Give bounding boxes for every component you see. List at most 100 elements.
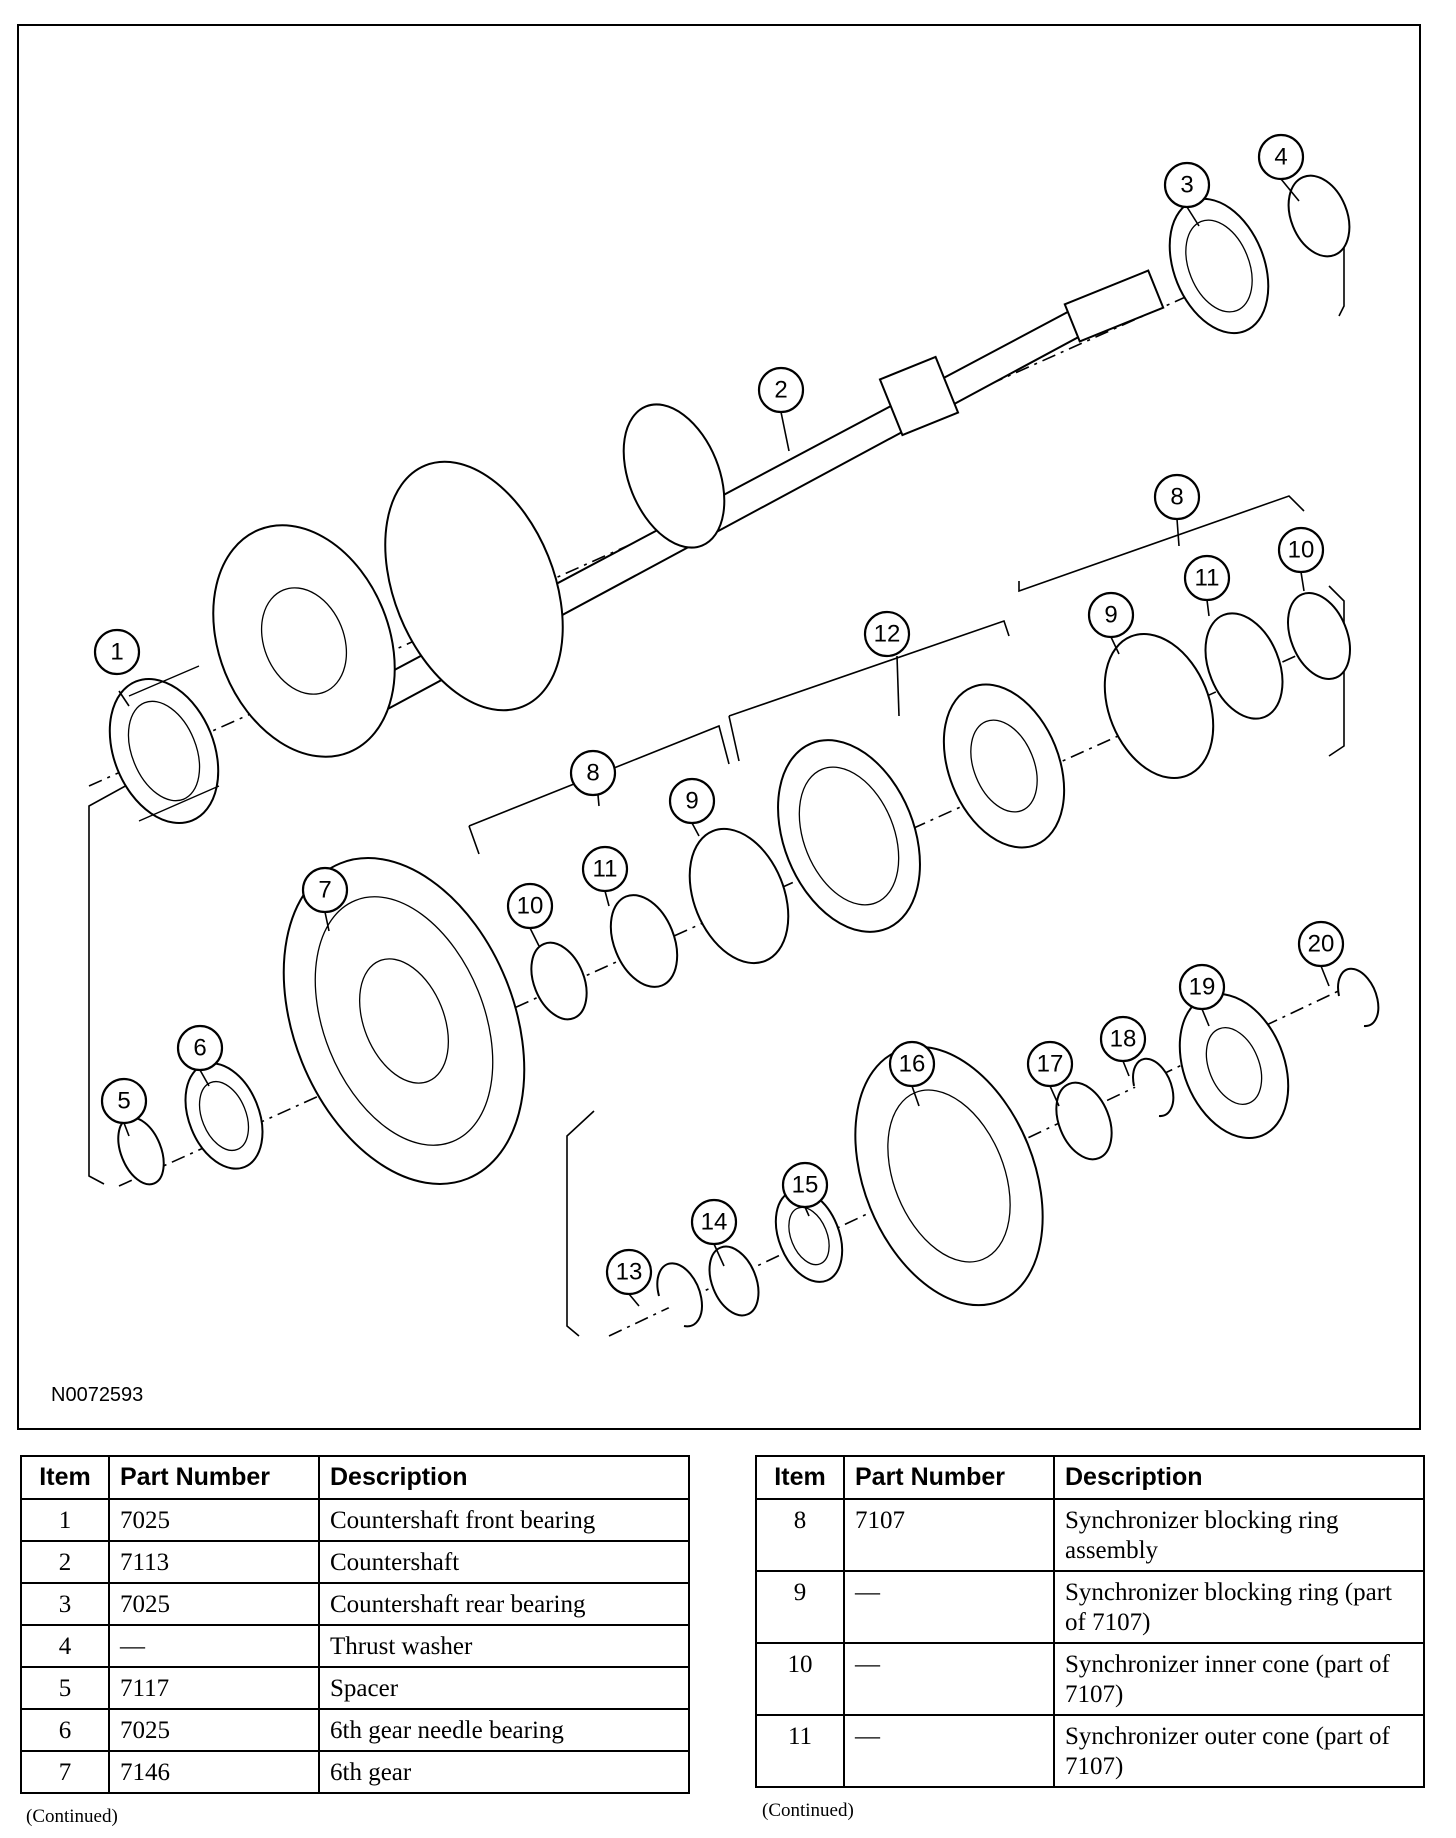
thrust-washer (1287, 174, 1351, 258)
callout-7: 7 (301, 866, 349, 914)
cell-item: 2 (20, 1540, 110, 1584)
table-row: 9—Synchronizer blocking ring (part of 71… (755, 1570, 1425, 1644)
cell-part: — (108, 1624, 320, 1668)
callout-18: 18 (1099, 1015, 1147, 1063)
countershaft-rear-bearing (1168, 197, 1270, 335)
cell-desc: Synchronizer outer cone (part of 7107) (1053, 1714, 1425, 1788)
cell-desc: 6th gear needle bearing (318, 1708, 690, 1752)
svg-text:6: 6 (193, 1035, 206, 1062)
figure-code: N0072593 (51, 1384, 144, 1406)
svg-text:16: 16 (899, 1051, 926, 1078)
cell-desc: Synchronizer inner cone (part of 7107) (1053, 1642, 1425, 1716)
callout-11-upper: 11 (1183, 554, 1231, 602)
synchronizer-blocking-ring-lower (688, 827, 790, 965)
callout-15: 15 (781, 1161, 829, 1209)
cell-item: 9 (755, 1570, 845, 1644)
callout-6: 6 (176, 1024, 224, 1072)
svg-text:9: 9 (1104, 602, 1117, 629)
svg-text:10: 10 (1288, 537, 1315, 564)
callout-4: 4 (1257, 133, 1305, 181)
table-row: 11—Synchronizer outer cone (part of 7107… (755, 1714, 1425, 1788)
cell-desc: 6th gear (318, 1750, 690, 1794)
callout-9-upper: 9 (1087, 591, 1135, 639)
cell-item: 5 (20, 1666, 110, 1710)
callout-10-upper: 10 (1277, 526, 1325, 574)
cell-item: 4 (20, 1624, 110, 1668)
cell-item: 3 (20, 1582, 110, 1626)
svg-text:3: 3 (1180, 172, 1193, 199)
svg-text:14: 14 (701, 1209, 728, 1236)
callout-1: 1 (93, 628, 141, 676)
cell-desc: Synchronizer blocking ring (part of 7107… (1053, 1570, 1425, 1644)
snap-ring-18 (1132, 1057, 1175, 1118)
svg-text:19: 19 (1189, 974, 1216, 1001)
svg-text:15: 15 (792, 1172, 819, 1199)
callout-10-lower: 10 (506, 882, 554, 930)
cell-part: 7113 (108, 1540, 320, 1584)
callout-16: 16 (888, 1040, 936, 1088)
sixth-gear-needle-bearing (184, 1062, 264, 1170)
exploded-view-figure: 1 2 3 4 8 11 10 9 12 8 9 11 10 7 6 5 13 … (17, 24, 1421, 1430)
callout-12: 12 (863, 610, 911, 658)
svg-text:11: 11 (1195, 565, 1220, 592)
bracket-8-lower (468, 724, 730, 855)
svg-text:5: 5 (117, 1088, 130, 1115)
svg-text:18: 18 (1110, 1026, 1137, 1053)
cell-item: 11 (755, 1714, 845, 1788)
header-item: Item (20, 1455, 110, 1500)
synchronizer-outer-cone-lower (609, 894, 679, 988)
sixth-gear (282, 857, 526, 1185)
svg-text:1: 1 (110, 639, 123, 666)
header-part-number: Part Number (108, 1455, 320, 1500)
bracket-12 (728, 619, 1010, 762)
callout-5: 5 (100, 1077, 148, 1125)
callout-8-lower: 8 (569, 749, 617, 797)
cell-part: 7025 (108, 1708, 320, 1752)
synchronizer-hub-sleeve (777, 683, 1066, 933)
svg-text:8: 8 (586, 760, 599, 787)
callout-19: 19 (1178, 963, 1226, 1011)
synchronizer-outer-cone-upper (1204, 612, 1284, 720)
cell-part: 7025 (108, 1498, 320, 1542)
callout-17: 17 (1026, 1040, 1074, 1088)
callout-11-lower: 11 (581, 845, 629, 893)
cell-item: 1 (20, 1498, 110, 1542)
cell-desc: Countershaft rear bearing (318, 1582, 690, 1626)
svg-text:7: 7 (318, 877, 331, 904)
svg-text:10: 10 (517, 893, 544, 920)
cell-desc: Thrust washer (318, 1624, 690, 1668)
svg-text:8: 8 (1170, 484, 1183, 511)
assembly-outline-upper (88, 783, 130, 1185)
washer-17 (1055, 1081, 1113, 1161)
synchronizer-inner-cone-lower (530, 941, 588, 1021)
leader-lines (118, 178, 1330, 1307)
gear-16 (854, 1045, 1044, 1307)
cell-desc: Countershaft front bearing (318, 1498, 690, 1542)
cell-desc: Synchronizer blocking ring assembly (1053, 1498, 1425, 1572)
assembly-outline-lower (566, 1110, 595, 1337)
callout-13: 13 (605, 1248, 653, 1296)
snap-ring-13 (656, 1262, 703, 1328)
svg-text:13: 13 (616, 1259, 643, 1286)
snap-ring-20 (1337, 967, 1380, 1028)
bracket-8-upper (1018, 495, 1305, 593)
cell-desc: Spacer (318, 1666, 690, 1710)
assembly-outline-mid (1328, 585, 1345, 757)
cell-part: 7146 (108, 1750, 320, 1794)
continued-note-left: (Continued) (26, 1806, 118, 1827)
continued-note-right: (Continued) (762, 1800, 854, 1821)
table-header-row: Item Part Number Description (755, 1455, 1425, 1500)
header-description: Description (318, 1455, 690, 1500)
countershaft (212, 269, 1165, 758)
cell-part: 7025 (108, 1582, 320, 1626)
cell-desc: Countershaft (318, 1540, 690, 1584)
cell-item: 10 (755, 1642, 845, 1716)
cell-part: — (843, 1642, 1055, 1716)
